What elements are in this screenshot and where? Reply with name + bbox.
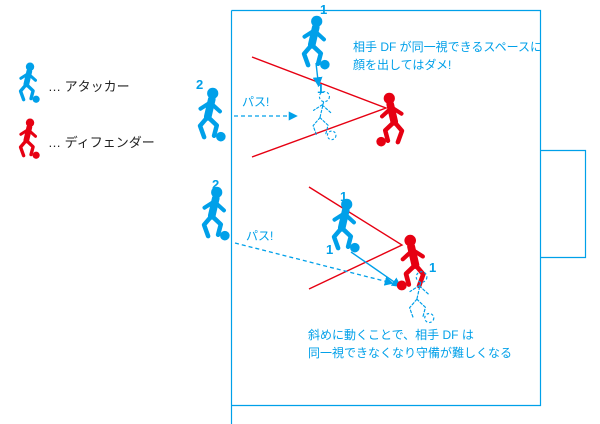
run-arrow-top	[312, 62, 323, 87]
legend-defender-icon	[18, 118, 40, 159]
player-number: 1	[340, 189, 348, 204]
pass-label-top: パス!	[242, 95, 270, 109]
attacker-2-top-icon	[197, 87, 226, 142]
note-bottom-line2: 同一視できなくなり守備が難しくなる	[308, 346, 513, 360]
defender-bottom-icon	[396, 234, 426, 291]
note-bottom: 斜めに動くことで、相手 DF は 同一視できなくなり守備が難しくなる	[308, 326, 512, 362]
note-top-line1: 相手 DF が同一視できるスペースに	[353, 40, 542, 54]
note-top-line2: 顔を出してはダメ!	[353, 58, 452, 72]
vision-cone-bottom	[308, 186, 404, 290]
goal-box	[540, 149, 587, 259]
legend-attacker-icon	[18, 62, 40, 103]
legend-defender-label: … ディフェンダー	[48, 135, 155, 150]
pass-arrow-bottom	[234, 242, 394, 286]
player-number: 1	[326, 242, 334, 257]
attacker-1-ghost-bottom-icon	[408, 271, 435, 324]
attacker-2-bottom-icon	[201, 186, 230, 241]
player-number: 1	[429, 260, 437, 275]
note-top: 相手 DF が同一視できるスペースに 顔を出してはダメ!	[353, 38, 542, 74]
vision-cone-top	[251, 56, 389, 158]
pitch-boundary	[231, 9, 542, 407]
player-number: 1	[317, 81, 325, 96]
player-number: 2	[196, 77, 204, 92]
attacker-1-ghost-top-icon	[312, 91, 337, 141]
run-arrow-bottom	[350, 251, 402, 288]
defender-top-icon	[376, 92, 405, 147]
player-number: 2	[212, 177, 220, 192]
pass-label-bottom: パス!	[246, 229, 274, 243]
attacker-1-top-icon	[301, 15, 330, 70]
note-bottom-line1: 斜めに動くことで、相手 DF は	[308, 328, 474, 342]
player-number: 1	[320, 2, 328, 17]
attacker-1-bottom-icon	[331, 198, 360, 253]
legend-attacker-label: … アタッカー	[48, 79, 130, 94]
